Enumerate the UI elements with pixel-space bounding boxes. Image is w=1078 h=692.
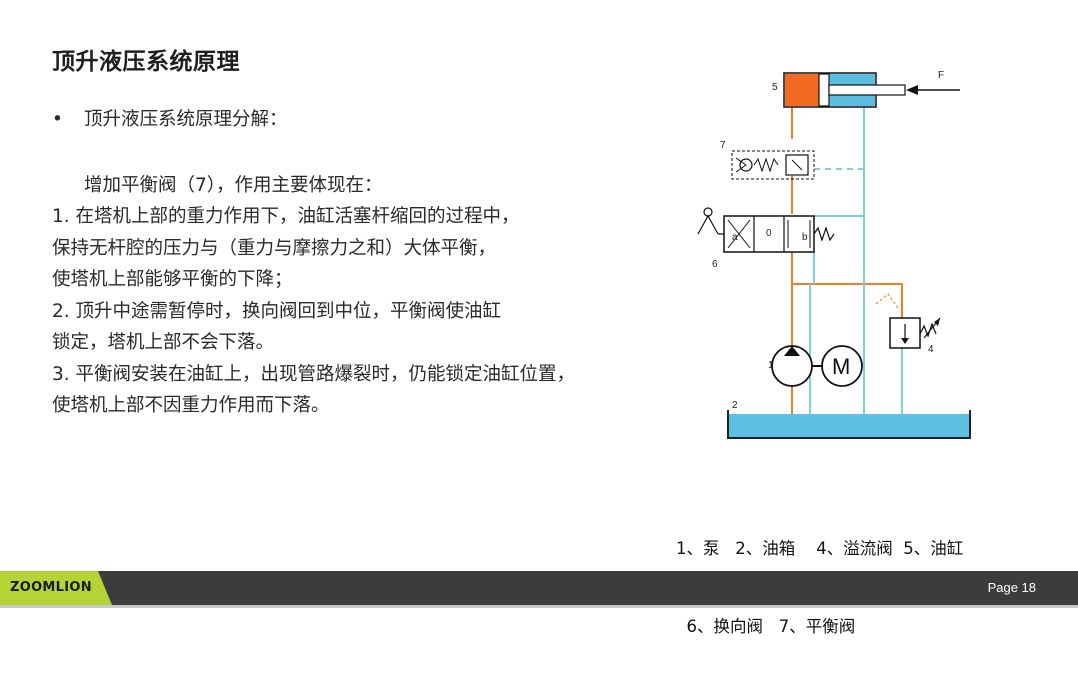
label-position-b: b (802, 232, 808, 243)
pump-motor: 1 M (768, 345, 863, 387)
body-line: 1. 在塔机上部的重力作用下，油缸活塞杆缩回的过程中， (52, 206, 520, 227)
label-force: F (938, 70, 944, 81)
body-line: 保持无杆腔的压力与（重力与摩擦力之和）大体平衡， (52, 237, 497, 259)
label-position-a: a (732, 232, 738, 243)
bullet-marker: • (52, 109, 63, 130)
body-line: 使塔机上部能够平衡的下降； (52, 269, 293, 290)
body-line: 使塔机上部不因重力作用而下落。 (52, 395, 330, 416)
lever-icon (697, 214, 719, 235)
body-line: 3. 平衡阀安装在油缸上，出现管路爆裂时，仍能锁定油缸位置， (52, 363, 576, 385)
force-arrow: F (906, 70, 960, 95)
label-relief-valve: 4 (928, 344, 934, 355)
label-cylinder: 5 (772, 82, 778, 93)
legend-line: 1、泵 2、油箱 4、溢流阀 5、油缸 (676, 539, 964, 558)
footer-divider (0, 605, 1078, 608)
cylinder-bore-chamber (785, 74, 823, 106)
hydraulic-diagram: 5 F 7 a 0 b (697, 70, 971, 439)
body-line: 锁定，塔机上部不会下落。 (52, 332, 275, 353)
page-number: Page 18 (987, 580, 1036, 595)
directional-valve: a 0 b 6 (697, 207, 835, 270)
return-lines (809, 106, 903, 416)
slide-body: • 顶升液压系统原理分解： 增加平衡阀（7），作用主要体现在： 1. 在塔机上部… (52, 104, 692, 422)
adjust-spring-icon (919, 322, 937, 338)
footer-bar (0, 571, 1078, 605)
pressure-lines (791, 106, 903, 416)
label-directional-valve: 6 (712, 259, 718, 270)
relief-valve: 4 (875, 293, 941, 355)
hydraulic-cylinder: 5 (772, 72, 906, 108)
spacer (52, 136, 692, 170)
body-line: 增加平衡阀（7），作用主要体现在： (84, 174, 383, 196)
legend-line: 6、换向阀 7、平衡阀 (676, 617, 856, 636)
piston (818, 73, 830, 107)
label-tank: 2 (732, 400, 738, 411)
motor-label: M (832, 354, 850, 379)
label-pump: 1 (768, 360, 774, 371)
spring-icon (753, 157, 779, 173)
body-line: 2. 顶升中途需暂停时，换向阀回到中位，平衡阀使油缸 (52, 300, 502, 322)
check-valve-icon (739, 158, 753, 172)
slide: 顶升液压系统原理 • 顶升液压系统原理分解： 增加平衡阀（7），作用主要体现在：… (0, 49, 1078, 636)
slide-title: 顶升液压系统原理 (52, 49, 240, 75)
footer: ZOOMLION Page 18 (0, 571, 1078, 611)
piston-rod (828, 84, 906, 96)
oil-tank: 2 (727, 400, 971, 439)
return-spring-icon (813, 226, 835, 242)
label-position-0: 0 (766, 228, 772, 239)
brand-logo: ZOOMLION (10, 580, 92, 595)
logo-background (0, 571, 112, 605)
label-balance-valve: 7 (720, 140, 726, 151)
bullet-item: • 顶升液压系统原理分解： (52, 104, 692, 136)
balance-valve: 7 (720, 140, 815, 180)
tank-oil (728, 414, 970, 438)
motor-icon (821, 345, 863, 387)
bullet-text: 顶升液压系统原理分解： (84, 109, 288, 130)
